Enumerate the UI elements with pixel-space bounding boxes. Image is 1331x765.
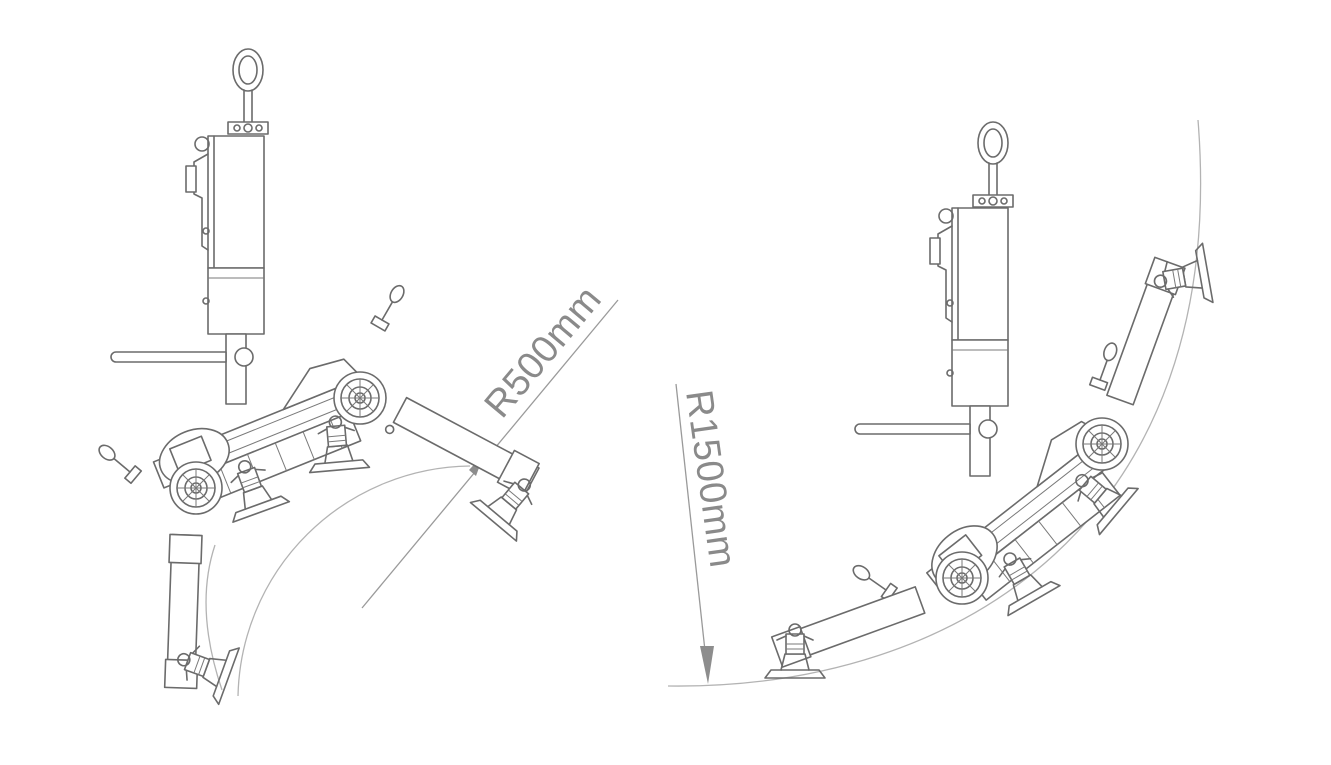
right-radius-label: R1500mm bbox=[677, 387, 743, 570]
left-lifting-eye-icon bbox=[227, 48, 269, 135]
left-lifter-assembly: R500mm bbox=[94, 48, 619, 706]
right-radius-arc bbox=[667, 119, 1202, 687]
right-knob-2-icon bbox=[848, 560, 898, 602]
left-arm-down bbox=[163, 533, 203, 690]
right-reel-2 bbox=[1075, 417, 1129, 471]
left-radius-label: R500mm bbox=[477, 278, 610, 425]
right-vacuum-body bbox=[854, 207, 1009, 477]
right-dimension-line bbox=[675, 383, 707, 661]
left-knob-1-icon bbox=[370, 281, 410, 332]
right-lifter-assembly: R1500mm bbox=[667, 119, 1214, 687]
left-knob-2-icon bbox=[94, 440, 143, 485]
left-radius-arc bbox=[237, 465, 471, 697]
left-reel-2 bbox=[333, 371, 387, 425]
right-dimension-arrow-icon bbox=[700, 646, 714, 684]
right-reel-1 bbox=[935, 551, 989, 605]
left-vacuum-body bbox=[110, 135, 265, 405]
right-lifting-eye-icon bbox=[972, 121, 1014, 208]
left-reel-1 bbox=[169, 461, 223, 515]
